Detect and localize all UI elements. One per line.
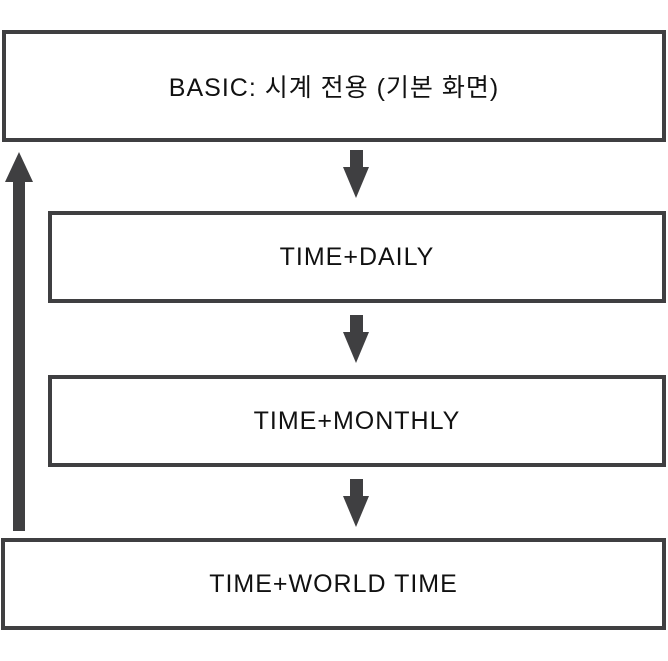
arrow-head bbox=[343, 167, 369, 198]
arrow-shaft bbox=[350, 315, 363, 332]
arrow-shaft bbox=[350, 150, 363, 167]
node-time-monthly: TIME+MONTHLY bbox=[48, 375, 666, 467]
node-time-daily: TIME+DAILY bbox=[48, 211, 666, 303]
up-arrow-return-to-basic-icon bbox=[5, 152, 33, 531]
arrow-head bbox=[343, 332, 369, 363]
node-time-world-time: TIME+WORLD TIME bbox=[1, 538, 666, 630]
arrow-shaft bbox=[13, 182, 25, 531]
node-basic-label: BASIC: 시계 전용 (기본 화면) bbox=[168, 74, 500, 102]
node-basic: BASIC: 시계 전용 (기본 화면) bbox=[2, 30, 666, 142]
down-arrow-monthly-to-world-icon bbox=[343, 479, 370, 527]
node-time-monthly-label: TIME+MONTHLY bbox=[253, 406, 461, 435]
arrow-head bbox=[343, 496, 369, 527]
arrow-shaft bbox=[350, 479, 363, 496]
down-arrow-daily-to-monthly-icon bbox=[343, 315, 370, 363]
down-arrow-basic-to-daily-icon bbox=[343, 150, 370, 198]
node-time-daily-label: TIME+DAILY bbox=[279, 242, 435, 271]
node-time-world-time-label: TIME+WORLD TIME bbox=[209, 569, 458, 598]
arrow-head bbox=[5, 152, 33, 182]
